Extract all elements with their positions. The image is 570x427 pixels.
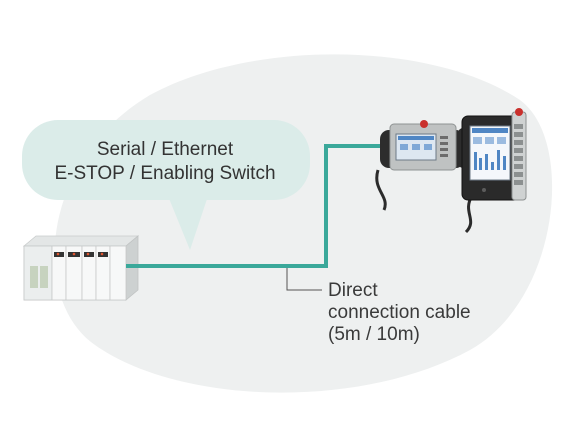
speech-bubble-tail — [168, 196, 208, 250]
bubble-line-safety: E-STOP / Enabling Switch — [54, 163, 276, 184]
portrait-pendant — [458, 108, 527, 234]
cable-leader-line — [286, 268, 322, 291]
cable-label-line1: Direct — [328, 280, 378, 301]
bubble-line-protocol: Serial / Ethernet — [96, 139, 234, 160]
cable-label-line3: (5m / 10m) — [328, 324, 420, 345]
speech-bubble — [22, 120, 310, 200]
plc-rack — [22, 235, 140, 301]
bubble-text: Serial / Ethernet E-STOP / Enabling Swit… — [20, 138, 310, 186]
connection-cable — [126, 144, 380, 268]
background-blob — [54, 54, 553, 393]
cable-label-line2: connection cable — [328, 302, 471, 323]
